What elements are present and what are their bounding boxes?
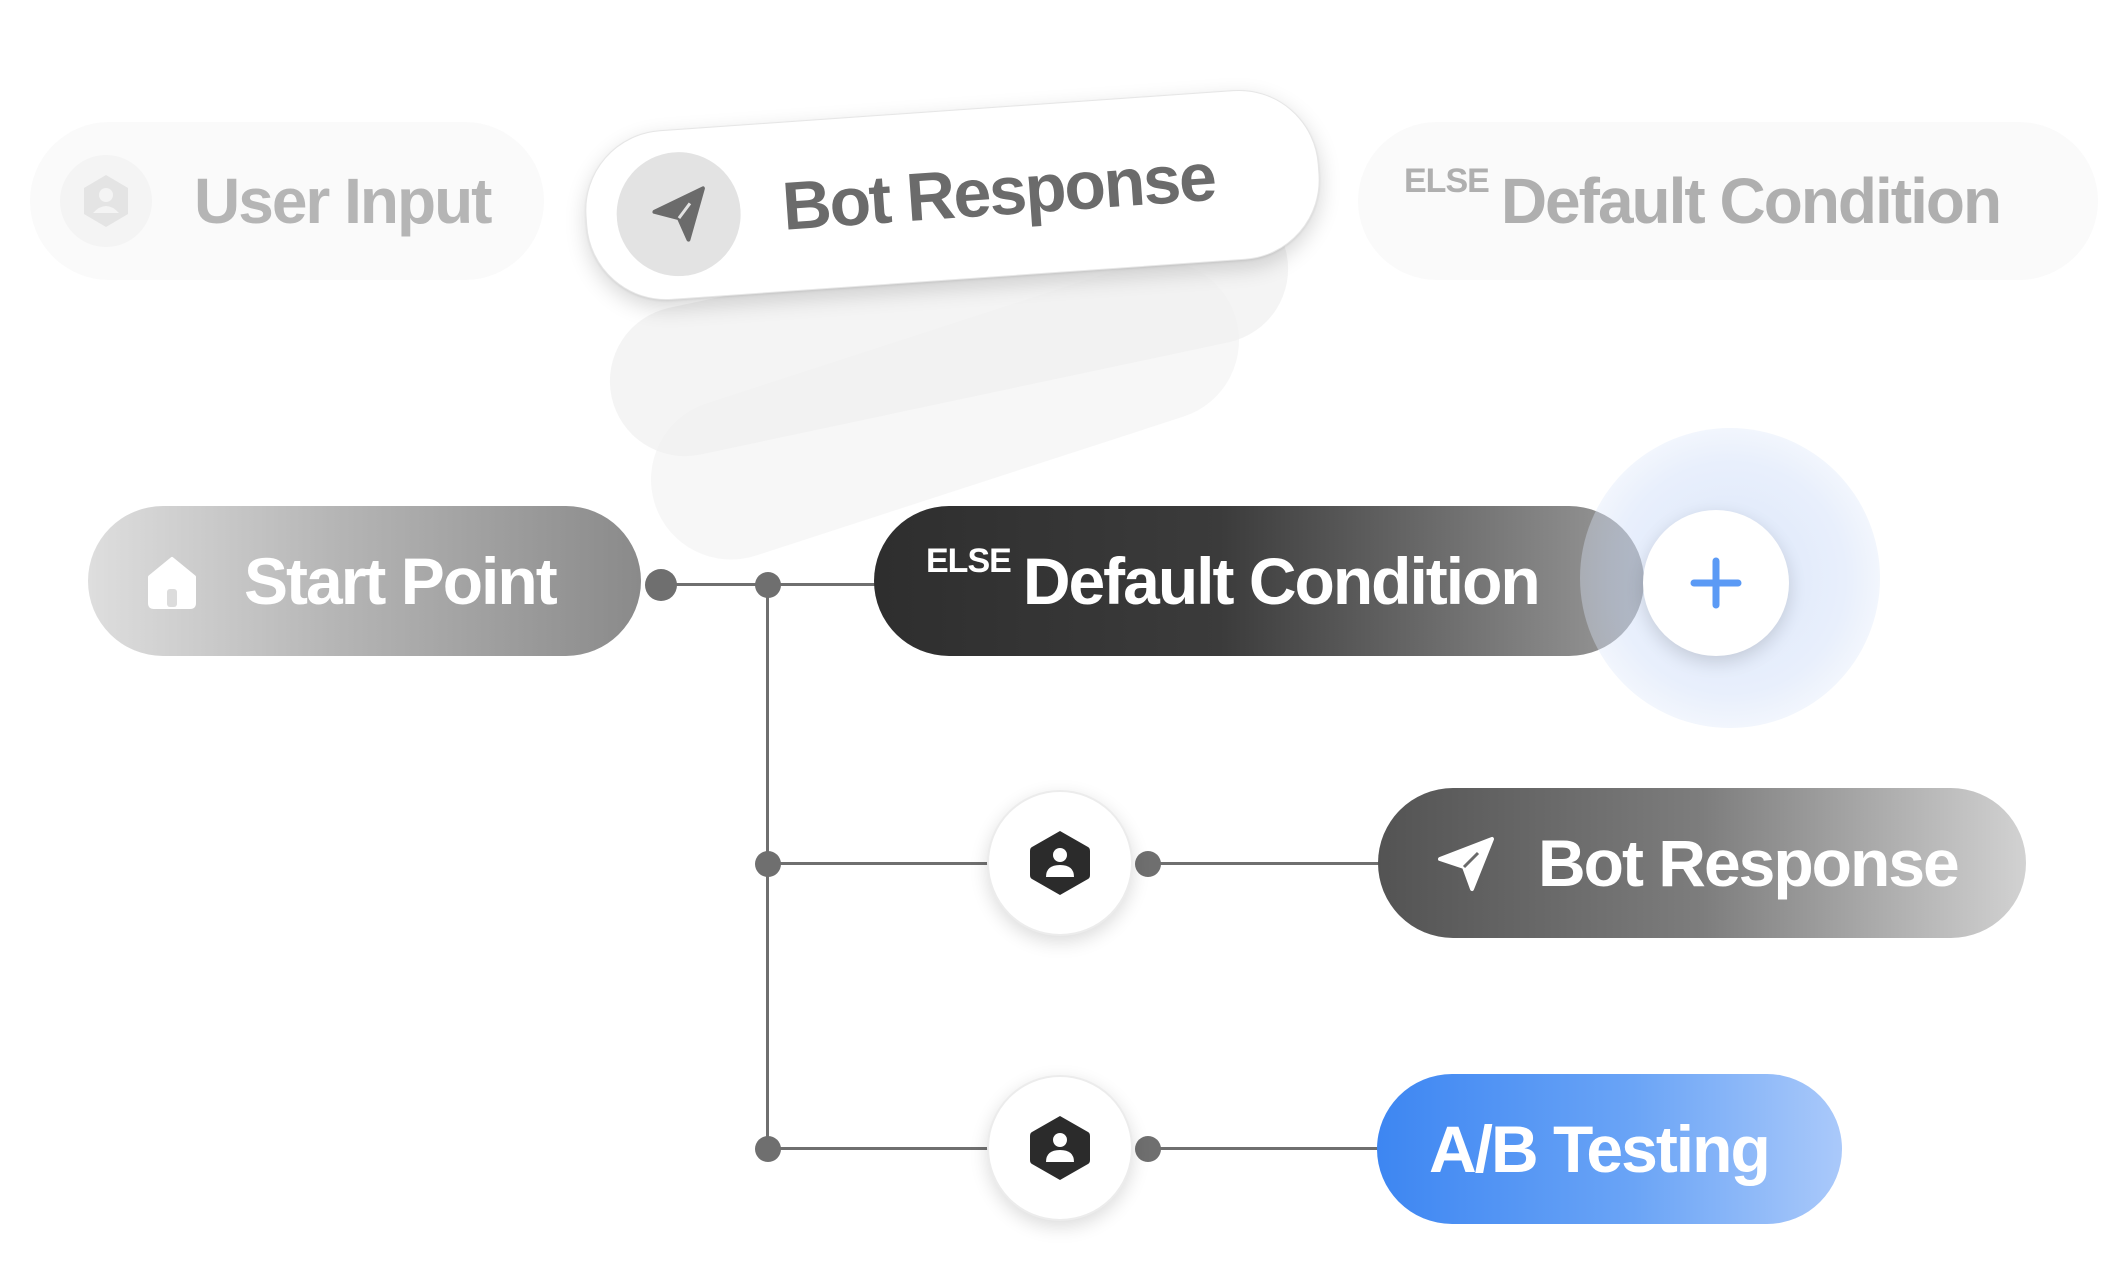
junction-dot-top	[755, 572, 781, 598]
default-condition-label: Default Condition	[1022, 544, 1541, 618]
plus-icon	[1686, 553, 1746, 613]
start-point-label: Start Point	[244, 544, 558, 618]
top-user-input-label: User Input	[194, 165, 492, 237]
paper-plane-icon	[1434, 831, 1498, 895]
user-input-node[interactable]	[987, 790, 1133, 936]
connector-user2-to-ab	[1148, 1147, 1388, 1150]
start-port-dot[interactable]	[645, 569, 677, 601]
user-hexagon-icon	[58, 153, 154, 249]
connector-start-to-junction	[660, 583, 768, 586]
top-bot-response-label: Bot Response	[779, 138, 1218, 245]
connector-branch-1	[768, 862, 988, 865]
ab-testing-label: A/B Testing	[1429, 1112, 1771, 1186]
user-input-node[interactable]	[987, 1075, 1133, 1221]
connector-user1-to-bot	[1148, 862, 1388, 865]
paper-plane-icon	[612, 148, 744, 280]
top-user-input-node[interactable]: User Input	[30, 122, 544, 280]
default-condition-node[interactable]: ELSE Default Condition	[874, 506, 1644, 656]
connector-junction-to-default	[768, 583, 888, 586]
start-point-node[interactable]: Start Point	[88, 506, 641, 656]
home-icon	[140, 549, 204, 613]
top-bot-response-node[interactable]: Bot Response	[579, 84, 1326, 306]
else-tag: ELSE	[926, 541, 1012, 580]
junction-dot-bottom	[755, 1136, 781, 1162]
ab-testing-node[interactable]: A/B Testing	[1377, 1074, 1842, 1224]
add-branch-button[interactable]	[1643, 510, 1789, 656]
user-node-1-port-dot[interactable]	[1135, 851, 1161, 877]
user-node-2-port-dot[interactable]	[1135, 1136, 1161, 1162]
connector-branch-2	[768, 1147, 988, 1150]
bot-response-node[interactable]: Bot Response	[1378, 788, 2026, 938]
junction-dot-middle	[755, 851, 781, 877]
bot-response-label: Bot Response	[1538, 826, 1960, 900]
top-default-condition-label: Default Condition	[1500, 165, 2002, 237]
user-hexagon-icon	[1024, 1112, 1096, 1184]
top-else-tag: ELSE	[1404, 161, 1490, 200]
top-default-condition-node[interactable]: ELSE Default Condition	[1358, 122, 2098, 280]
user-hexagon-icon	[1024, 827, 1096, 899]
